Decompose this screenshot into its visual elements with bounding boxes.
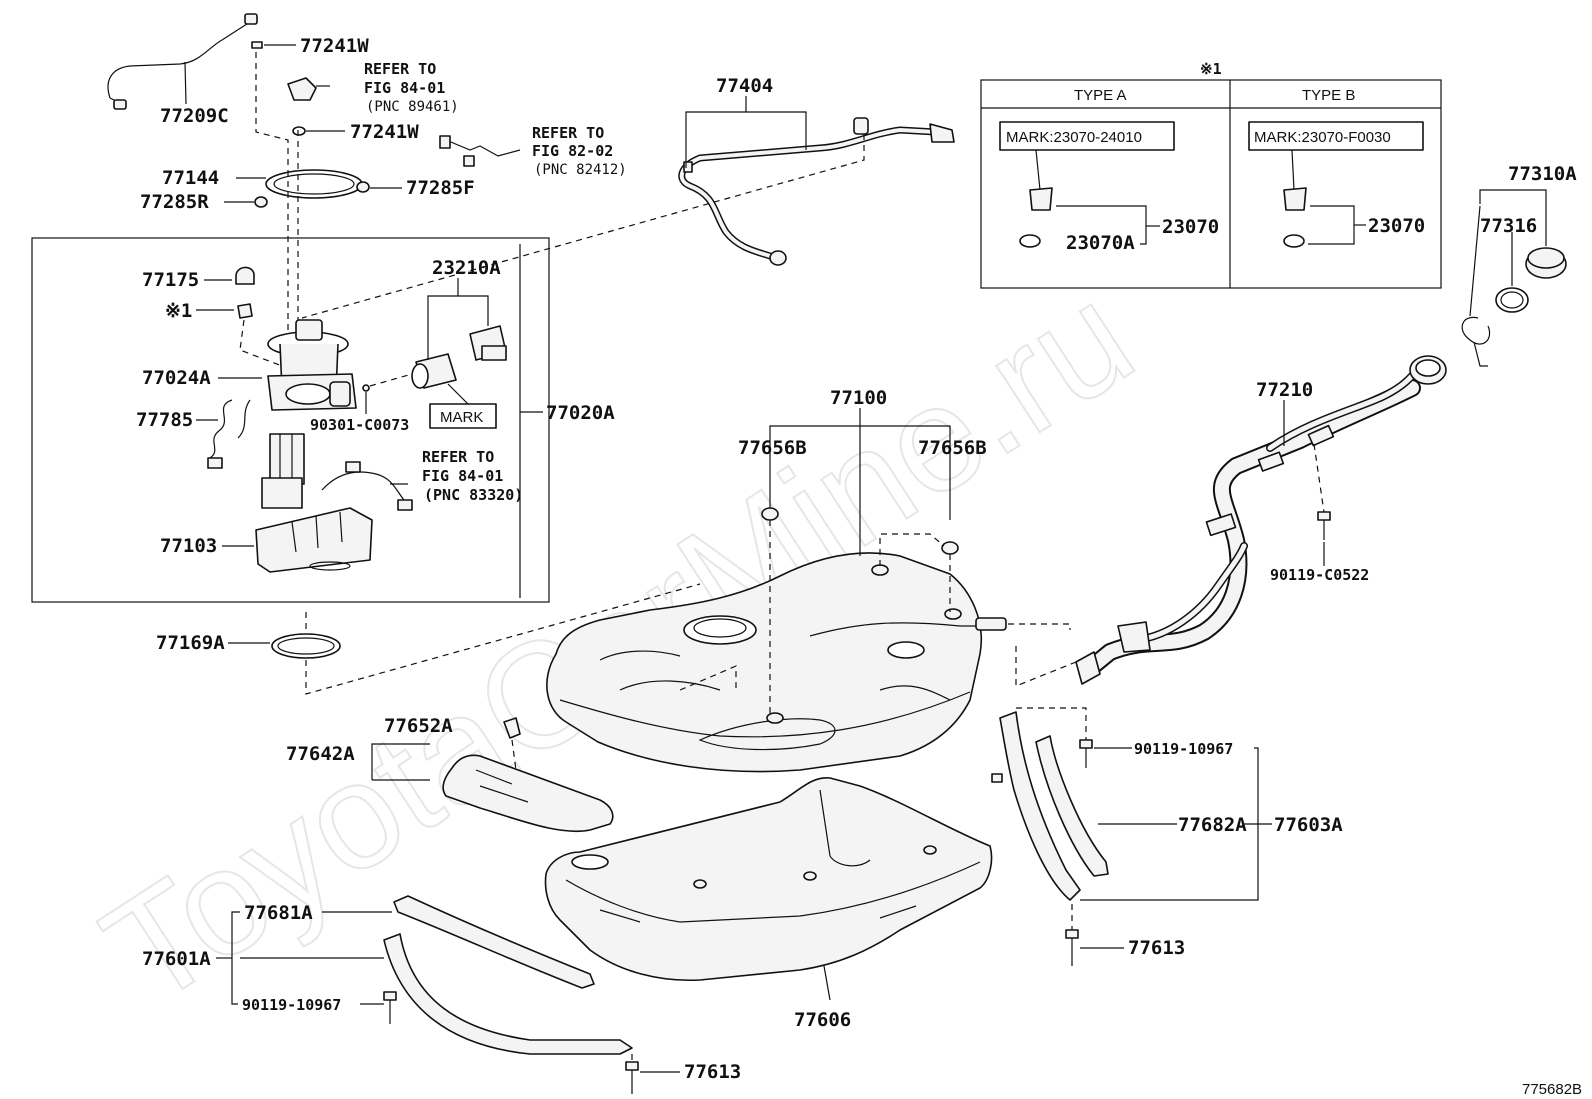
- refer-a-line2: FIG 84-01: [364, 79, 445, 97]
- label-77656B-left: 77656B: [738, 437, 807, 459]
- screw-90301: [362, 373, 413, 414]
- bolt-77613-right: [1065, 904, 1124, 966]
- sub-tank-77103: [222, 507, 373, 573]
- label-77652A: 77652A: [384, 715, 453, 737]
- vent-hose-77404: [678, 96, 955, 266]
- gasket-77285F: [356, 181, 402, 193]
- type-a-subpart: 23070A: [1066, 232, 1135, 254]
- filler-pipe-77210: [1075, 355, 1447, 685]
- label-77316: 77316: [1480, 215, 1537, 237]
- label-77209C: 77209C: [160, 105, 229, 127]
- label-77601A: 77601A: [142, 948, 211, 970]
- refer-b-line3: (PNC 82412): [534, 162, 627, 178]
- label-77175: 77175: [142, 269, 199, 291]
- type-a-part: 23070: [1162, 216, 1219, 238]
- cap-77175: [204, 266, 255, 285]
- protector-77642A: [371, 717, 614, 833]
- label-77681A: 77681A: [244, 902, 313, 924]
- fuel-pump-module-77024A: [218, 319, 357, 411]
- label-77785: 77785: [136, 409, 193, 431]
- label-77241W-top: 77241W: [300, 35, 369, 57]
- mark-tag: MARK: [429, 383, 497, 429]
- label-90301: 90301-C0073: [310, 416, 409, 434]
- refer-a-line3: (PNC 89461): [366, 99, 459, 115]
- label-77606: 77606: [794, 1009, 851, 1031]
- retainer-ring-77144: [236, 169, 363, 199]
- under-protector-77606: [544, 777, 993, 1001]
- bolt-90119-C0522: [1313, 443, 1331, 566]
- pump-assembly-box: [31, 237, 550, 603]
- type-a-header: TYPE A: [1074, 87, 1127, 104]
- valve-note1: [196, 303, 253, 319]
- label-77682A: 77682A: [1178, 814, 1247, 836]
- figure-code: 775682B: [1522, 1081, 1582, 1098]
- refer-c-line3: (PNC 83320): [424, 486, 523, 504]
- wire-harness-77209C: [107, 13, 258, 110]
- gasket-77169A: [228, 633, 341, 659]
- label-23210A: 23210A: [432, 257, 501, 279]
- label-77100: 77100: [830, 387, 887, 409]
- connector-harness: [439, 135, 521, 167]
- label-77024A: 77024A: [142, 367, 211, 389]
- label-77144: 77144: [162, 167, 219, 189]
- label-77310A: 77310A: [1508, 163, 1577, 185]
- label-note1: ※1: [165, 300, 192, 322]
- label-90119-10967-left: 90119-10967: [242, 996, 341, 1014]
- fuel-tank-77100: [546, 552, 1007, 773]
- label-77613-bottom: 77613: [684, 1061, 741, 1083]
- label-77210: 77210: [1256, 379, 1313, 401]
- label-77656B-right: 77656B: [918, 437, 987, 459]
- label-77603A: 77603A: [1274, 814, 1343, 836]
- grommet-77656B-left: [761, 507, 779, 716]
- label-77613-right: 77613: [1128, 937, 1185, 959]
- label-77285F: 77285F: [406, 177, 475, 199]
- type-b-part: 23070: [1368, 215, 1425, 237]
- bolt-90119-10967-left: [360, 991, 397, 1024]
- label-90119-10967-right: 90119-10967: [1134, 740, 1233, 758]
- gasket-77316: [1495, 232, 1529, 313]
- sensor-bracket: [287, 77, 330, 101]
- clip-77241W-top: [251, 41, 296, 49]
- tether-ring: [1461, 205, 1491, 367]
- type-table-note: ※1: [1200, 60, 1222, 78]
- wire-harness-77785: [196, 399, 251, 469]
- bolt-77613-bottom: [625, 1054, 680, 1094]
- clip-77241W-mid: [292, 126, 345, 136]
- refer-a-line1: REFER TO: [364, 60, 436, 78]
- type-b-header: TYPE B: [1302, 87, 1355, 104]
- label-77169A: 77169A: [156, 632, 225, 654]
- filler-cap-77310A: [1479, 189, 1567, 279]
- label-77285R: 77285R: [140, 191, 209, 213]
- label-77642A: 77642A: [286, 743, 355, 765]
- refer-b-line2: FIG 82-02: [532, 142, 613, 160]
- label-90119-C0522: 90119-C0522: [1270, 566, 1369, 584]
- fuel-pump-23210A: [411, 278, 507, 389]
- type-b-mark: MARK:23070-F0030: [1254, 129, 1391, 146]
- grommet-77656B-right: [879, 533, 959, 612]
- label-77404: 77404: [716, 75, 773, 97]
- label-77241W-mid: 77241W: [350, 121, 419, 143]
- band-77601A: [216, 895, 633, 1055]
- band-77603A: [991, 707, 1272, 901]
- refer-b-line1: REFER TO: [532, 124, 604, 142]
- label-77103: 77103: [160, 535, 217, 557]
- refer-c-line1: REFER TO: [422, 448, 494, 466]
- type-a-mark: MARK:23070-24010: [1006, 129, 1142, 146]
- mark-text: MARK: [440, 409, 483, 426]
- refer-c-line2: FIG 84-01: [422, 467, 503, 485]
- gasket-77285R: [224, 196, 268, 208]
- label-77020A: 77020A: [546, 402, 615, 424]
- type-table: ※1 TYPE A TYPE B MARK:23070-24010 23070 …: [980, 60, 1442, 289]
- fuel-sender-gauge: [261, 433, 413, 511]
